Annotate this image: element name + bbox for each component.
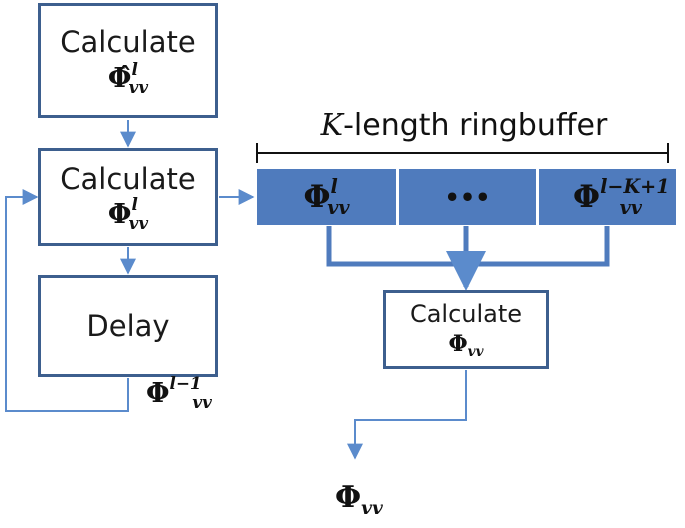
ringbuffer-title: K-length ringbuffer — [320, 108, 608, 143]
delay-box: Delay — [38, 275, 218, 377]
ringbuffer-cell-last: Φl−K+1vv — [539, 169, 676, 225]
phi-hat-formula: Φ̂lvv — [107, 58, 149, 98]
calculate-box-mid: Calculate Φlvv — [38, 148, 218, 246]
feedback-formula: Φl−1vv — [146, 373, 212, 412]
phi-final-formula: Φvv — [448, 331, 484, 360]
ringbuffer-cell-ellipsis: ••• — [399, 169, 536, 225]
feedback-loop-line — [5, 189, 129, 412]
calculate-label: Calculate — [60, 24, 196, 59]
phi-formula: Φlvv — [107, 194, 149, 233]
calculate-box-final: Calculate Φvv — [383, 290, 549, 369]
output-formula: Φvv — [335, 480, 383, 519]
calculate-box-top: Calculate Φ̂lvv — [38, 3, 218, 118]
calculate-label: Calculate — [409, 299, 523, 328]
arrow-final-to-output — [347, 370, 467, 460]
delay-label: Delay — [86, 308, 170, 343]
ringbuffer-cell-first: Φlvv — [257, 169, 396, 225]
calculate-label: Calculate — [60, 162, 196, 197]
